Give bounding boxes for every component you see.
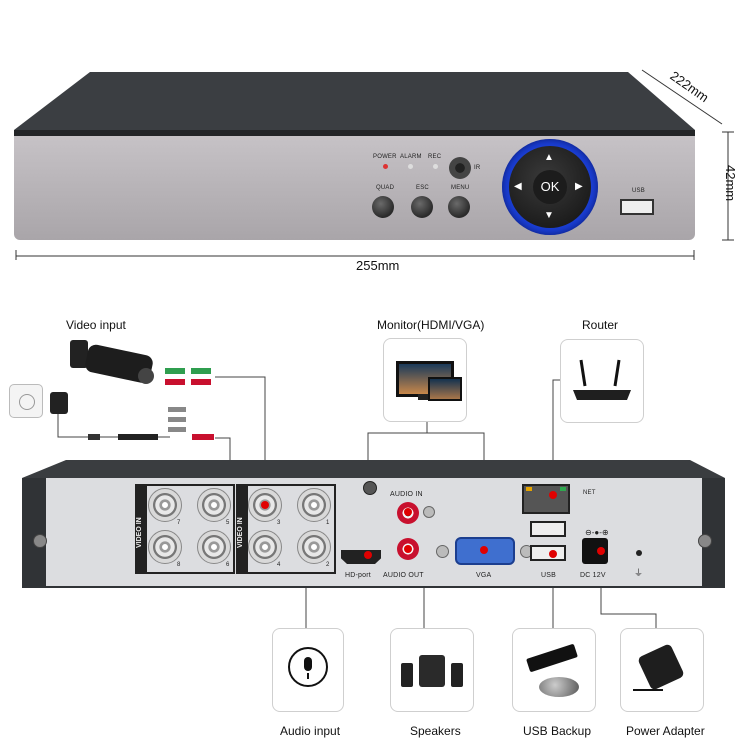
- connection-dot-video: [261, 501, 269, 509]
- net-label: NET: [583, 490, 596, 496]
- splitter-cable-icon: [88, 405, 218, 445]
- bnc-pigtail-icon: [165, 366, 220, 388]
- esc-button[interactable]: [411, 196, 433, 218]
- arrow-right-icon[interactable]: ▶: [575, 181, 583, 192]
- rear-usb-port-top[interactable]: [530, 521, 566, 537]
- power-adapter-caption: Power Adapter: [626, 724, 705, 738]
- usb-backup-card: [512, 628, 596, 712]
- screw-right: [698, 534, 712, 548]
- microphone-icon: [288, 647, 328, 687]
- usb-backup-caption: USB Backup: [523, 724, 592, 738]
- bnc-channel-5[interactable]: [197, 488, 231, 522]
- alarm-led: [408, 164, 413, 169]
- menu-button[interactable]: [448, 196, 470, 218]
- front-usb-label: USB: [632, 188, 645, 194]
- screw-left: [33, 534, 47, 548]
- monitor-stand: [418, 394, 430, 400]
- quad-button[interactable]: [372, 196, 394, 218]
- connection-dot-hdmi: [364, 551, 372, 559]
- audio-out-label: AUDIO OUT: [383, 572, 424, 579]
- channel-number: 8: [177, 562, 181, 568]
- ok-button[interactable]: OK: [533, 170, 567, 204]
- channel-number: 2: [326, 562, 330, 568]
- monitor-card: [383, 338, 467, 422]
- dc-polarity-icon: ⊖-●-⊕: [585, 528, 609, 537]
- channel-number: 5: [226, 520, 230, 526]
- monitor-label: Monitor(HDMI/VGA): [377, 318, 485, 332]
- router-icon: [573, 359, 631, 400]
- arrow-up-icon[interactable]: ▲: [544, 152, 554, 163]
- power-outlet-icon: [9, 384, 43, 418]
- led-label-alarm: ALARM: [400, 154, 422, 160]
- screw-top: [363, 481, 377, 495]
- video-in-strip-left: [135, 484, 147, 574]
- connection-dot-dc: [597, 547, 605, 555]
- connection-dot-audio-in: [404, 508, 412, 516]
- channel-number: 3: [277, 520, 281, 526]
- video-in-strip-right: [236, 484, 248, 574]
- bnc-channel-4[interactable]: [248, 530, 282, 564]
- connection-dot-usb: [549, 550, 557, 558]
- monitor-secondary-icon: [428, 377, 462, 401]
- power-plug-icon: [50, 392, 68, 414]
- dvr-top-surface: [14, 69, 734, 260]
- menu-label: MENU: [451, 185, 470, 191]
- vga-screw-left: [436, 545, 449, 558]
- router-card: [560, 339, 644, 423]
- quad-label: QUAD: [376, 185, 395, 191]
- width-dimension: 255mm: [356, 258, 400, 273]
- channel-number: 7: [177, 520, 181, 526]
- video-in-label-left: VIDEO IN: [136, 517, 143, 548]
- hdmi-label: HD-port: [345, 572, 371, 579]
- router-label: Router: [582, 318, 619, 332]
- connection-dot-audio-out: [404, 545, 412, 553]
- arrow-down-icon[interactable]: ▼: [544, 210, 554, 221]
- reset-hole[interactable]: [636, 550, 642, 556]
- dc-label: DC 12V: [580, 572, 606, 579]
- connection-dot-vga: [480, 546, 488, 554]
- usb-drive-icon: [526, 643, 578, 673]
- ground-screw: [423, 506, 435, 518]
- power-adapter-icon: [637, 643, 685, 691]
- mouse-icon: [539, 677, 579, 697]
- bnc-channel-1[interactable]: [297, 488, 331, 522]
- speakers-icon: [401, 651, 463, 691]
- rear-usb-port-bottom[interactable]: [530, 545, 566, 561]
- hdmi-port[interactable]: [341, 550, 381, 564]
- speakers-card: [390, 628, 474, 712]
- channel-number: 4: [277, 562, 281, 568]
- bnc-channel-7[interactable]: [148, 488, 182, 522]
- ir-sensor-icon: [449, 157, 471, 179]
- audio-input-card: [272, 628, 344, 712]
- rear-usb-label: USB: [541, 572, 556, 579]
- rec-led: [433, 164, 438, 169]
- ir-label: IR: [474, 165, 481, 171]
- audio-in-label: AUDIO IN: [390, 491, 423, 498]
- connection-dot-net: [549, 491, 557, 499]
- video-in-label-right: VIDEO IN: [237, 517, 244, 548]
- camera-icon: [70, 340, 160, 390]
- arrow-left-icon[interactable]: ◀: [514, 181, 522, 192]
- net-led-right: [560, 487, 566, 491]
- vga-label: VGA: [476, 572, 492, 579]
- power-led: [383, 164, 388, 169]
- led-label-power: POWER: [373, 154, 397, 160]
- bnc-channel-2[interactable]: [297, 530, 331, 564]
- channel-number: 6: [226, 562, 230, 568]
- esc-label: ESC: [416, 185, 429, 191]
- power-adapter-card: [620, 628, 704, 712]
- net-led-left: [526, 487, 532, 491]
- audio-input-caption: Audio input: [280, 724, 341, 738]
- speakers-caption: Speakers: [410, 724, 461, 738]
- video-input-label: Video input: [66, 318, 126, 332]
- front-usb-port[interactable]: [620, 199, 654, 215]
- adapter-cable: [633, 689, 663, 691]
- channel-number: 1: [326, 520, 330, 526]
- bnc-channel-8[interactable]: [148, 530, 182, 564]
- led-label-rec: REC: [428, 154, 442, 160]
- ground-icon: ⏚: [634, 568, 644, 578]
- bnc-channel-6[interactable]: [197, 530, 231, 564]
